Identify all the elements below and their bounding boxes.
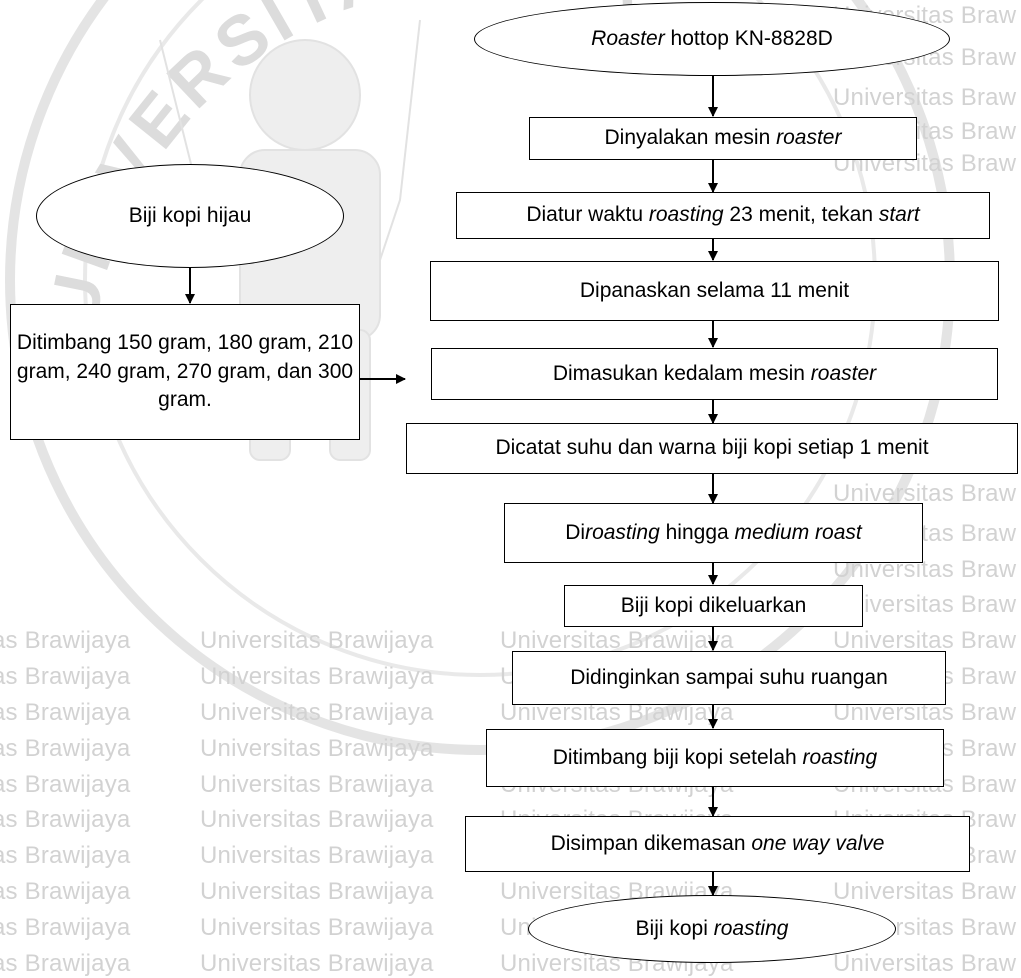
- process-step-6: Diroasting hingga medium roast: [504, 503, 923, 563]
- process-step-9: Ditimbang biji kopi setelah roasting: [486, 729, 944, 787]
- process-step-5: Dicatat suhu dan warna biji kopi setiap …: [406, 423, 1018, 474]
- process-step-label: Biji kopi dikeluarkan: [620, 593, 807, 617]
- process-step-3: Dipanaskan selama 11 menit: [430, 261, 999, 321]
- process-step-label: Dinyalakan mesin roaster: [604, 126, 842, 150]
- process-step-label: Diatur waktu roasting 23 menit, tekan st…: [526, 203, 920, 227]
- process-step-1: Dinyalakan mesin roaster: [529, 117, 917, 160]
- process-step-4: Dimasukan kedalam mesin roaster: [431, 348, 998, 400]
- process-step-label: Dipanaskan selama 11 menit: [579, 278, 850, 302]
- process-step-label: Didinginkan sampai suhu ruangan: [570, 665, 888, 689]
- process-step-8: Didinginkan sampai suhu ruangan: [512, 651, 946, 705]
- process-step-7: Biji kopi dikeluarkan: [564, 585, 863, 627]
- start-node-roaster: Roaster hottop KN-8828D: [474, 2, 950, 76]
- process-step-2: Diatur waktu roasting 23 menit, tekan st…: [456, 192, 990, 239]
- process-step-10: Disimpan dikemasan one way valve: [465, 816, 970, 872]
- process-step-label: Dimasukan kedalam mesin roaster: [552, 361, 877, 385]
- start-node-green-beans: Biji kopi hijau: [36, 164, 344, 268]
- process-step-label: Diroasting hingga medium roast: [565, 520, 862, 544]
- process-weigh-green-beans: Ditimbang 150 gram, 180 gram, 210 gram, …: [10, 304, 360, 440]
- end-node-roasted-beans: Biji kopi roasting: [528, 895, 896, 963]
- process-step-label: Ditimbang biji kopi setelah roasting: [552, 745, 878, 769]
- process-step-label: Disimpan dikemasan one way valve: [550, 831, 885, 855]
- process-step-label: Dicatat suhu dan warna biji kopi setiap …: [495, 436, 929, 460]
